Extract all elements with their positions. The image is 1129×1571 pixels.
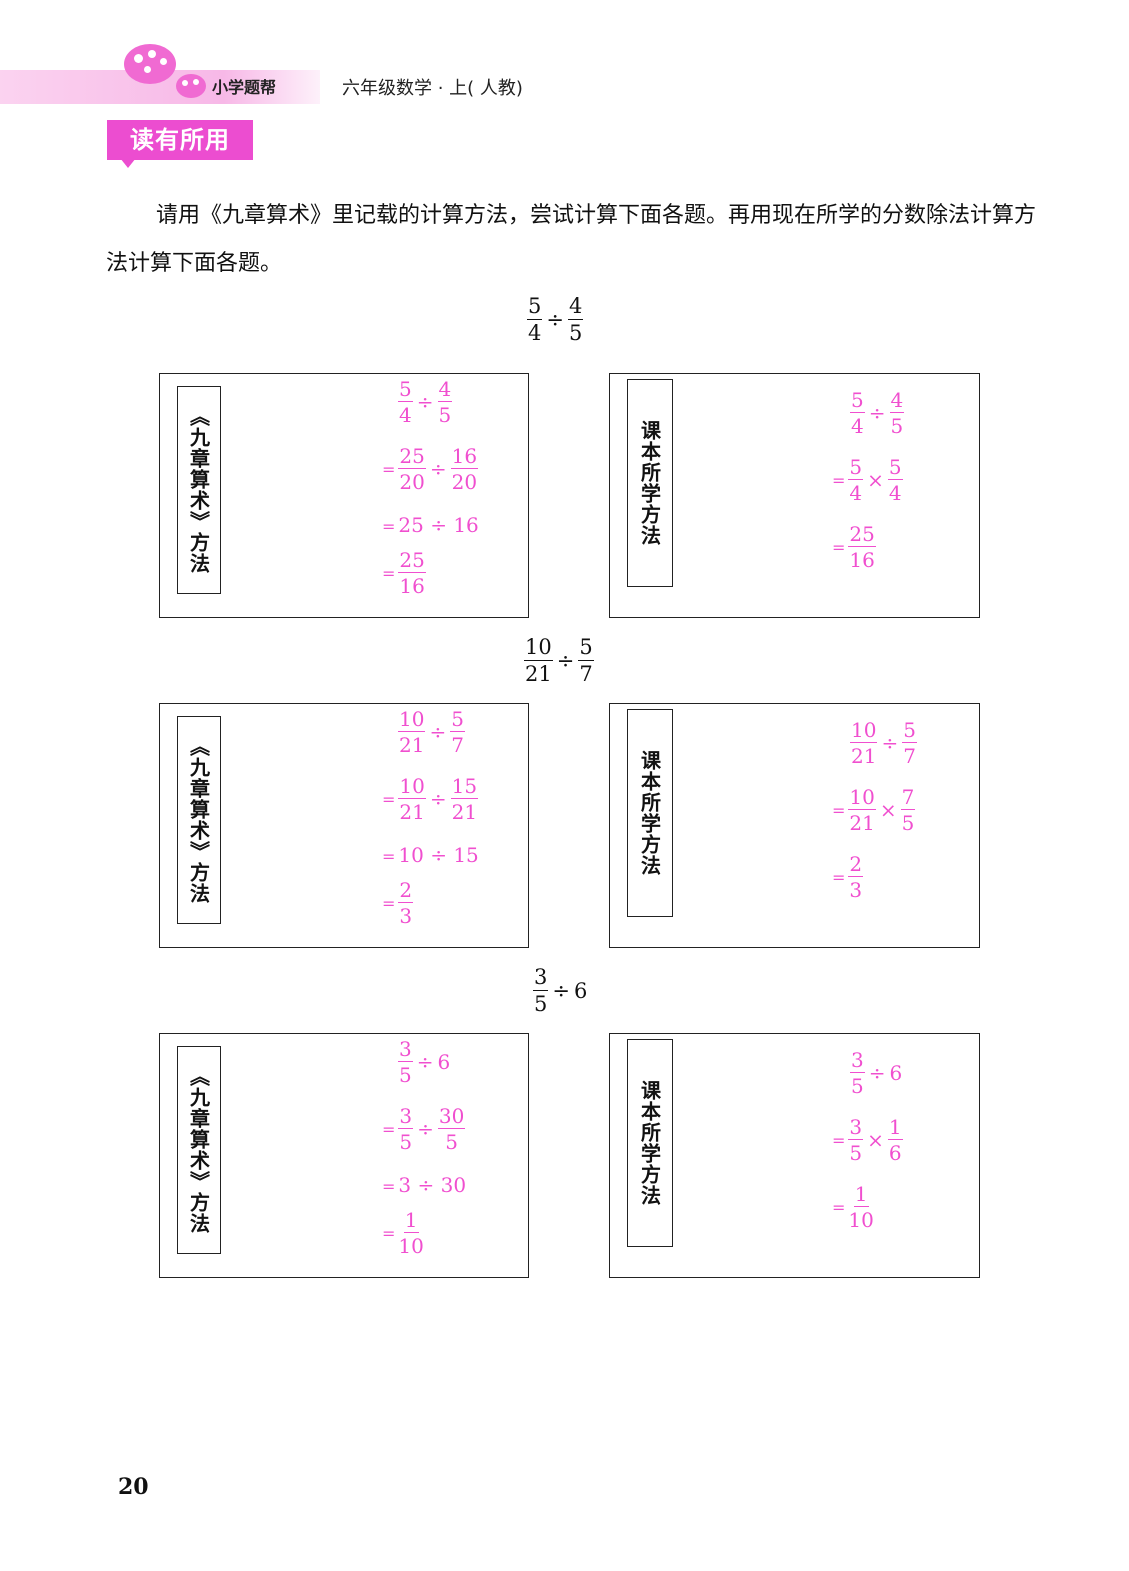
modern-method-label: 课本所学方法 xyxy=(627,709,673,917)
page-number: 20 xyxy=(118,1474,149,1500)
section-title-pointer xyxy=(120,158,136,168)
small-mushroom-icon xyxy=(176,74,206,98)
ancient-method-label: 《九章算术》方法 xyxy=(177,1046,221,1254)
work-step: =25 ÷ 16 xyxy=(382,513,479,537)
section-title: 读有所用 xyxy=(107,120,253,160)
mushroom-icon xyxy=(124,44,176,84)
ancient-method-label: 《九章算术》方法 xyxy=(177,386,221,594)
modern-method-label: 课本所学方法 xyxy=(627,379,673,587)
modern-method-label: 课本所学方法 xyxy=(627,1039,673,1247)
instruction-paragraph: 请用《九章算术》里记载的计算方法，尝试计算下面各题。再用现在所学的分数除法计算方… xyxy=(106,203,1037,276)
work-step: =3 ÷ 30 xyxy=(382,1173,467,1197)
book-title: 六年级数学 · 上( 人教) xyxy=(342,78,523,99)
header-tag: 小学题帮 xyxy=(212,78,277,97)
ancient-method-label: 《九章算术》方法 xyxy=(177,716,221,924)
work-step: =10 ÷ 15 xyxy=(382,843,479,867)
